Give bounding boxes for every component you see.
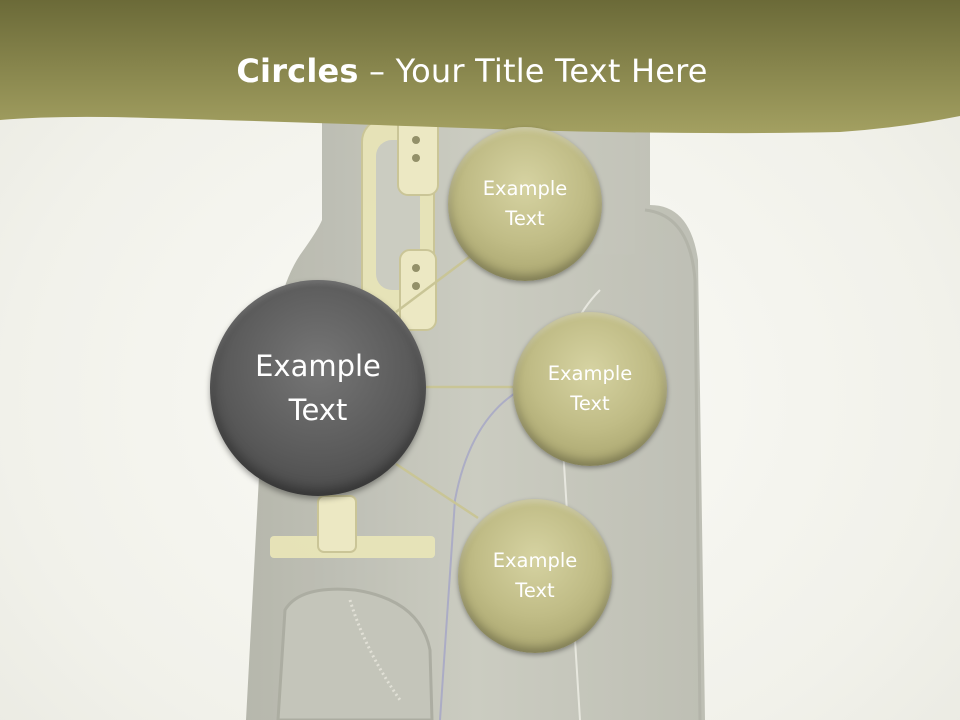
center-circle: Example Text <box>210 280 426 496</box>
connectors <box>395 251 515 520</box>
circle-node-label: Example Text <box>482 177 568 230</box>
connector-line <box>395 462 479 520</box>
circle-node-1: Example Text <box>448 127 602 281</box>
connector-line <box>395 251 477 313</box>
circle-node-3: Example Text <box>458 499 612 653</box>
title-bold: Circles <box>236 52 359 90</box>
header-band <box>0 0 960 134</box>
circle-node-2: Example Text <box>513 312 667 466</box>
slide-title: Circles – Your Title Text Here <box>0 52 944 90</box>
center-circle-label: Example Text <box>255 349 381 427</box>
circle-node-label: Example Text <box>492 549 578 602</box>
circle-node-label: Example Text <box>547 362 633 415</box>
title-rest: – Your Title Text Here <box>358 52 708 90</box>
